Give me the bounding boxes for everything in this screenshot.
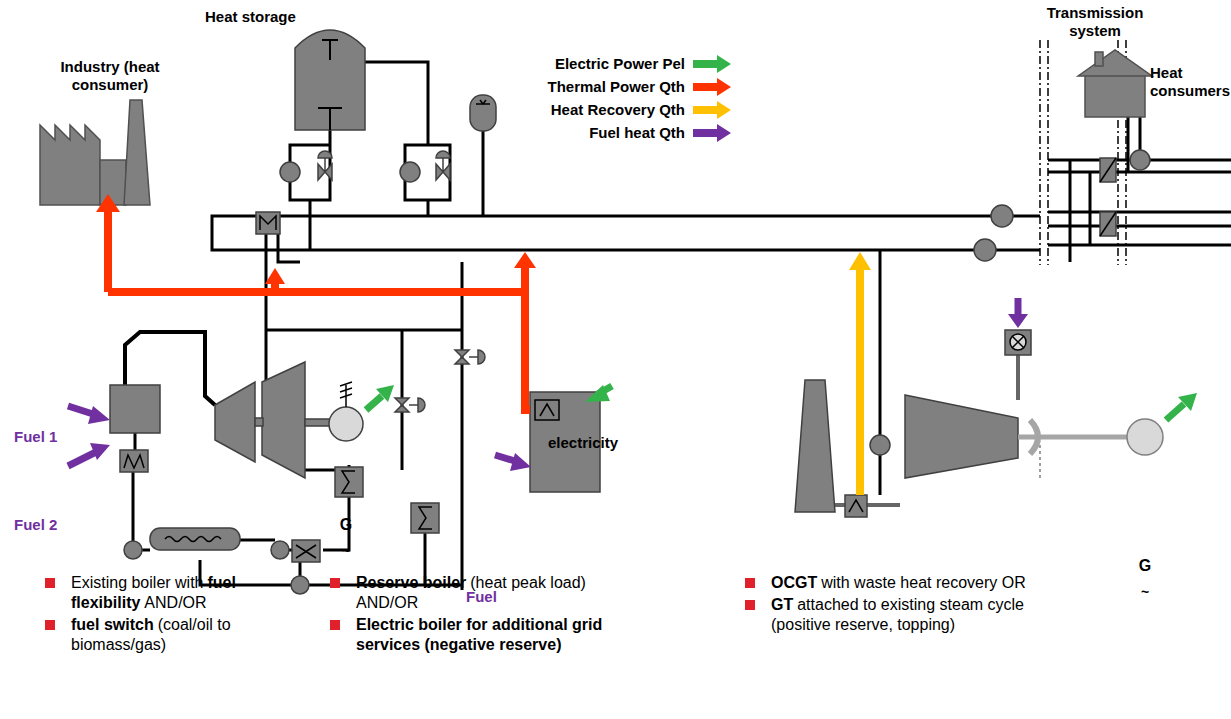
generator-symbol: G <box>1137 559 1153 573</box>
fuel-label: Fuel 1 <box>14 428 70 446</box>
note-text: AND/OR <box>144 594 206 611</box>
note-text: attached to existing steam cycle (positi… <box>771 596 1024 633</box>
ocgt <box>795 330 1031 517</box>
legend-swatch <box>691 124 733 142</box>
bullet-marker <box>745 600 755 610</box>
consumer-label: Heat consumers <box>1150 64 1231 100</box>
system-label: Transmission system <box>1040 4 1150 40</box>
bullet-item: Electric boiler for additional grid serv… <box>330 615 625 655</box>
thermal-arrows <box>96 194 536 410</box>
heat-exchanger <box>256 212 280 234</box>
note-column: Existing boiler withfuel flexibilityAND/… <box>45 573 260 657</box>
pipes <box>125 62 1231 590</box>
note-text: with waste heat recovery OR <box>821 574 1026 591</box>
steam-cycle <box>110 362 439 562</box>
bullet-marker <box>745 578 755 588</box>
legend-text: Fuel heat Qth <box>589 124 685 141</box>
bullet-marker <box>45 578 55 588</box>
note-text: Reserve boiler <box>356 574 466 591</box>
factory-icon <box>40 100 150 205</box>
legend-row: Heat Recovery Qth <box>393 98 733 121</box>
node-text: Industry (heat consumer) <box>45 58 175 94</box>
consumer-label: Industry (heat consumer) <box>45 58 175 94</box>
fuel-arrows <box>68 298 1028 471</box>
house-icon <box>1078 50 1152 117</box>
bullet-marker <box>45 620 55 630</box>
power-arrows <box>366 385 1197 420</box>
note-text: Existing boiler with <box>71 574 204 591</box>
fuel-label: Fuel 2 <box>14 516 70 534</box>
note-text: Electric boiler for additional grid serv… <box>356 616 602 653</box>
legend-row: Fuel heat Qth <box>393 121 733 144</box>
generator-symbol: ~ <box>1137 585 1153 599</box>
bullet-item: fuel switch(coal/oil to biomass/gas) <box>45 615 260 655</box>
legend-text: Electric Power Pel <box>555 55 685 72</box>
pumps <box>124 150 1150 594</box>
generator-symbol: ~ <box>338 544 354 558</box>
bullet-item: OCGTwith waste heat recovery OR <box>745 573 1075 593</box>
legend-row: Electric Power Pel <box>393 52 733 75</box>
storage-label: Heat storage <box>205 8 315 26</box>
generator-symbol: G <box>338 518 354 532</box>
note-column: OCGTwith waste heat recovery ORGTattache… <box>745 573 1075 637</box>
note-text: fuel switch <box>71 616 154 633</box>
note-text: GT <box>771 596 793 613</box>
legend-swatch <box>691 101 733 119</box>
heat-recovery-arrow <box>849 252 871 495</box>
bullet-item: GTattached to existing steam cycle (posi… <box>745 595 1075 635</box>
input-label: electricity <box>548 434 628 452</box>
legend-swatch <box>691 78 733 96</box>
legend-text: Thermal Power Qth <box>547 78 685 95</box>
node-text: Heat storage <box>205 8 315 26</box>
storage-tank <box>295 30 365 130</box>
note-text: OCGT <box>771 574 817 591</box>
legend-row: Thermal Power Qth <box>393 75 733 98</box>
valves <box>318 151 485 412</box>
legend-text: Heat Recovery Qth <box>551 101 685 118</box>
bullet-item: Reserve boiler(heat peak load) AND/OR <box>330 573 625 613</box>
legend: Electric Power PelThermal Power QthHeat … <box>393 52 733 144</box>
bullet-item: Existing boiler withfuel flexibilityAND/… <box>45 573 260 613</box>
note-column: Reserve boiler(heat peak load) AND/OREle… <box>330 573 625 657</box>
expansion-vessel <box>470 95 496 131</box>
bullet-marker <box>330 620 340 630</box>
network-exchangers <box>1100 158 1116 236</box>
node-text: Heat consumers <box>1150 64 1231 100</box>
legend-swatch <box>691 55 733 73</box>
bullet-marker <box>330 578 340 588</box>
